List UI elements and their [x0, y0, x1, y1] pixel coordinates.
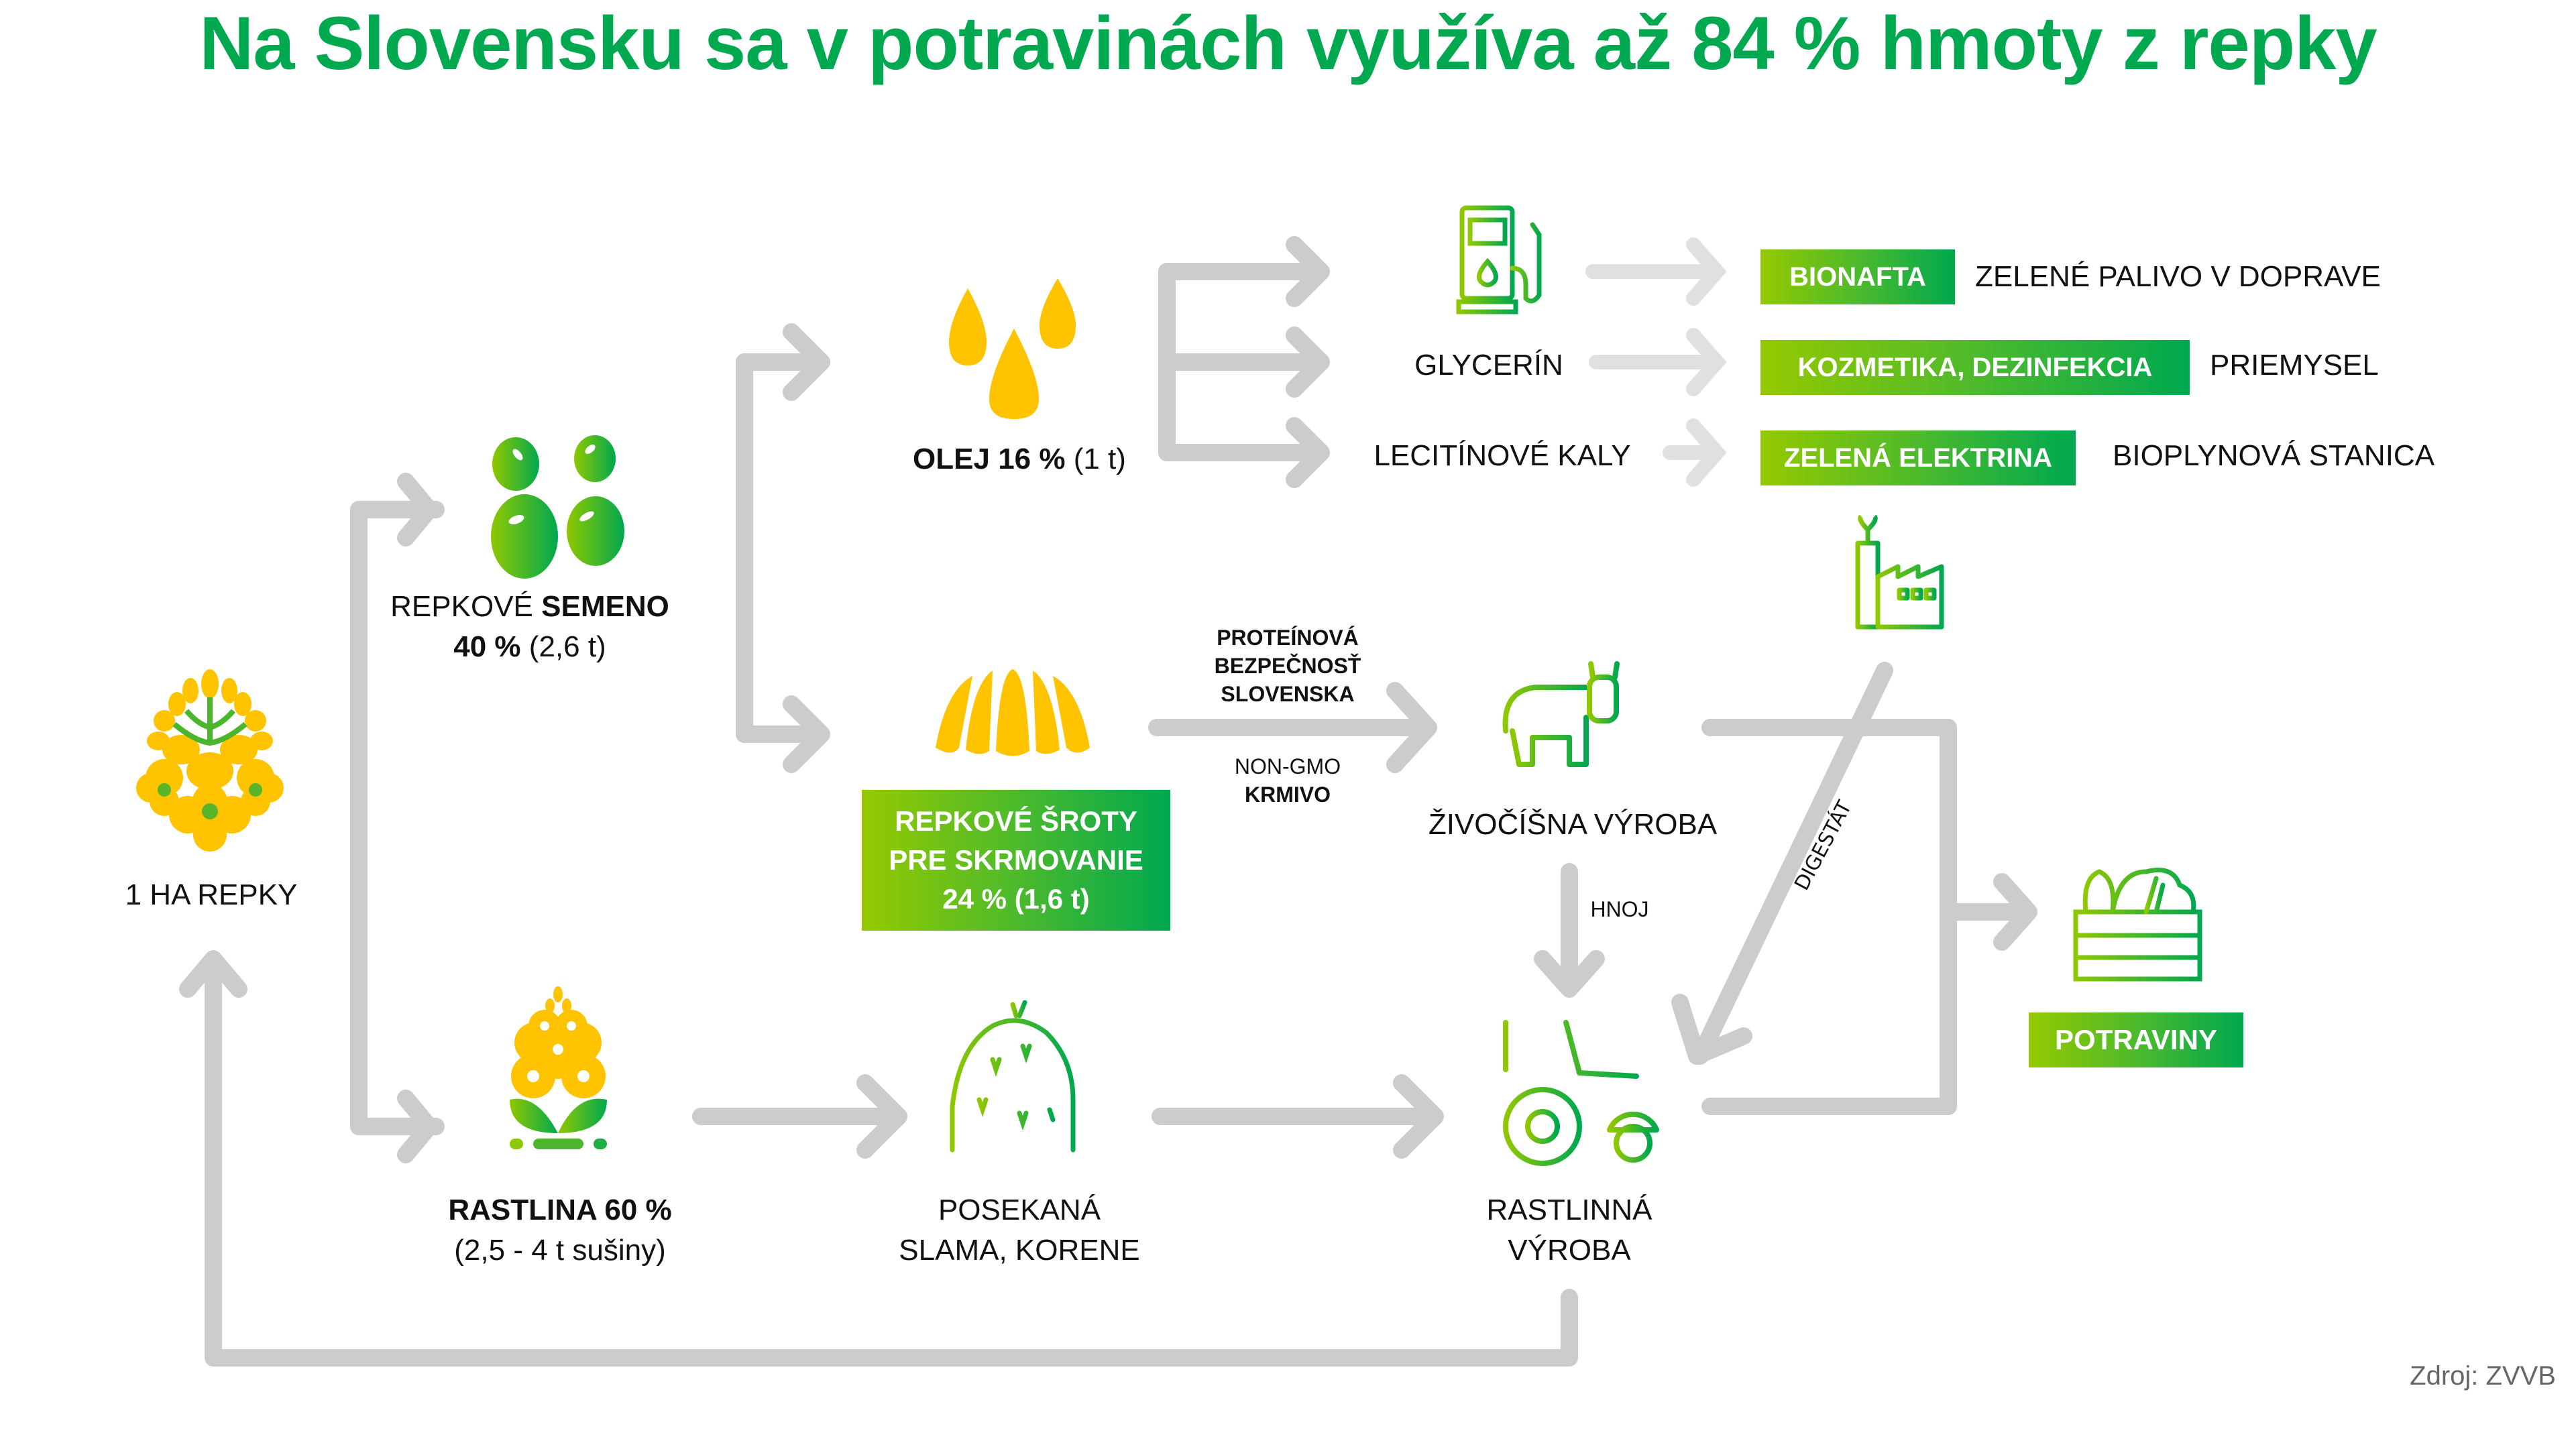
- use-bionafta: ZELENÉ PALIVO V DOPRAVE: [1975, 260, 2381, 293]
- use-industry: PRIEMYSEL: [2210, 349, 2379, 382]
- node-meal-box: REPKOVÉ ŠROTY PRE SKRMOVANIE 24 % (1,6 t…: [862, 790, 1170, 931]
- vegetable-crate-icon: [2073, 868, 2202, 982]
- source-lecithin: LECITÍNOVÉ KALY: [1374, 439, 1631, 472]
- source-glycerin: GLYCERÍN: [1414, 349, 1563, 382]
- edge-label-manure: HNOJ: [1590, 897, 1649, 921]
- tractor-icon: [1500, 1020, 1659, 1166]
- edge-label-protein: PROTEÍNOVÁ BEZPEČNOSŤ SLOVENSKA: [1214, 626, 1361, 706]
- oil-drops-icon: [949, 278, 1076, 419]
- arrow-head-plant: [397, 1090, 438, 1163]
- source-credit: Zdroj: ZVVB: [2410, 1361, 2556, 1391]
- node-start-label: 1 HA REPKY: [125, 878, 298, 911]
- arrow-head-meal: [783, 695, 830, 773]
- factory-icon: [1855, 514, 1944, 630]
- haystack-icon: [943, 1000, 1096, 1153]
- loop-back-connector: [205, 957, 1578, 1367]
- rapeseed-meal-icon: [936, 669, 1090, 756]
- use-biogas-station: BIOPLYNOVÁ STANICA: [2113, 439, 2435, 472]
- fuel-pump-icon: [1456, 205, 1542, 314]
- page-title: Na Slovensku sa v potravinách využíva až…: [199, 1, 2377, 85]
- arrow-head-seed: [397, 473, 438, 546]
- node-straw-label: POSEKANÁ SLAMA, KORENE: [899, 1194, 1140, 1267]
- node-livestock-label: ŽIVOČÍŠNA VÝROBA: [1428, 808, 1718, 841]
- seeds-icon: [491, 435, 624, 579]
- rapeseed-flower-icon: [136, 669, 284, 852]
- tag-cosmetics: KOZMETIKA, DEZINFEKCIA: [1760, 340, 2190, 395]
- node-food-box: POTRAVINY: [2029, 1012, 2243, 1067]
- plant-icon: [510, 986, 607, 1149]
- node-crop-label: RASTLINNÁ VÝROBA: [1486, 1194, 1653, 1267]
- node-plant-label: RASTLINA 60 % (2,5 - 4 t sušiny): [448, 1194, 672, 1267]
- tag-green-electricity: ZELENÁ ELEKTRINA: [1760, 430, 2076, 485]
- cow-icon: [1502, 661, 1620, 767]
- arrow-head-oil: [783, 323, 830, 401]
- node-oil-label: OLEJ 16 % (1 t): [913, 443, 1126, 475]
- edge-label-feed: NON-GMO KRMIVO: [1234, 754, 1341, 807]
- tag-bionafta: BIONAFTA: [1760, 249, 1955, 304]
- node-seed-label: REPKOVÉ SEMENO 40 % (2,6 t): [390, 590, 669, 663]
